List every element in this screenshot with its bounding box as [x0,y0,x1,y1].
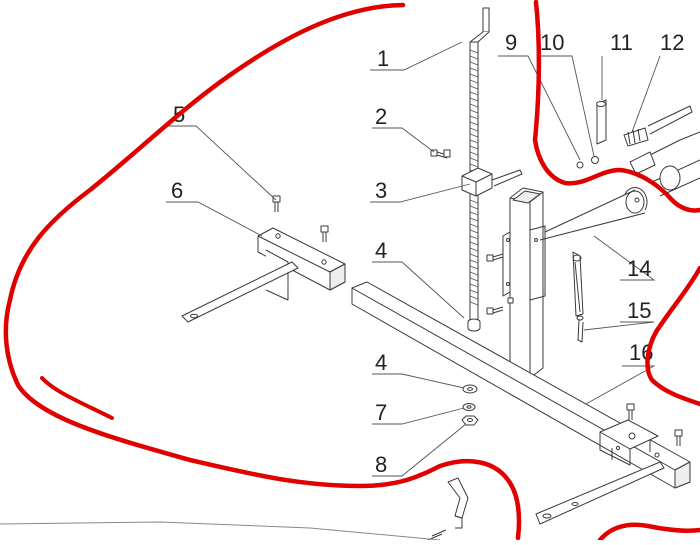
callout-14: 14 [627,256,651,281]
callout-7: 7 [375,400,387,425]
callout-4-lower: 4 [375,350,387,375]
cross-tube [599,419,660,466]
upper-right-tube [539,187,648,241]
right-foot-bar [535,461,665,525]
vertical-post [502,187,546,379]
callout-12: 12 [660,30,684,55]
red-annotation-outline [3,0,700,543]
callout-4-upper: 4 [375,238,387,263]
callout-2: 2 [375,104,387,129]
post-bolts [486,253,514,315]
callout-15: 15 [627,298,651,323]
callout-6: 6 [171,178,183,203]
bottom-partial-parts [0,477,469,541]
leader-lines [166,41,661,477]
cross-tube-bolts [626,403,683,446]
washer-stack [461,384,479,426]
clamp-block [461,167,523,197]
callout-3: 3 [375,178,387,203]
main-base-tube [351,281,691,489]
left-stand-bolts [272,195,329,242]
top-right-parts [576,99,700,197]
pin-lanyard [572,251,584,343]
callout-10: 10 [540,30,564,55]
callout-labels: 1 2 3 4 5 6 4 7 8 9 10 11 12 14 15 16 [171,30,684,477]
callout-11: 11 [610,30,633,55]
callout-8: 8 [375,452,387,477]
callout-9: 9 [505,30,517,55]
threaded-rod [467,7,490,332]
callout-1: 1 [377,46,389,71]
left-stand [181,227,346,323]
small-bolt [430,149,451,159]
